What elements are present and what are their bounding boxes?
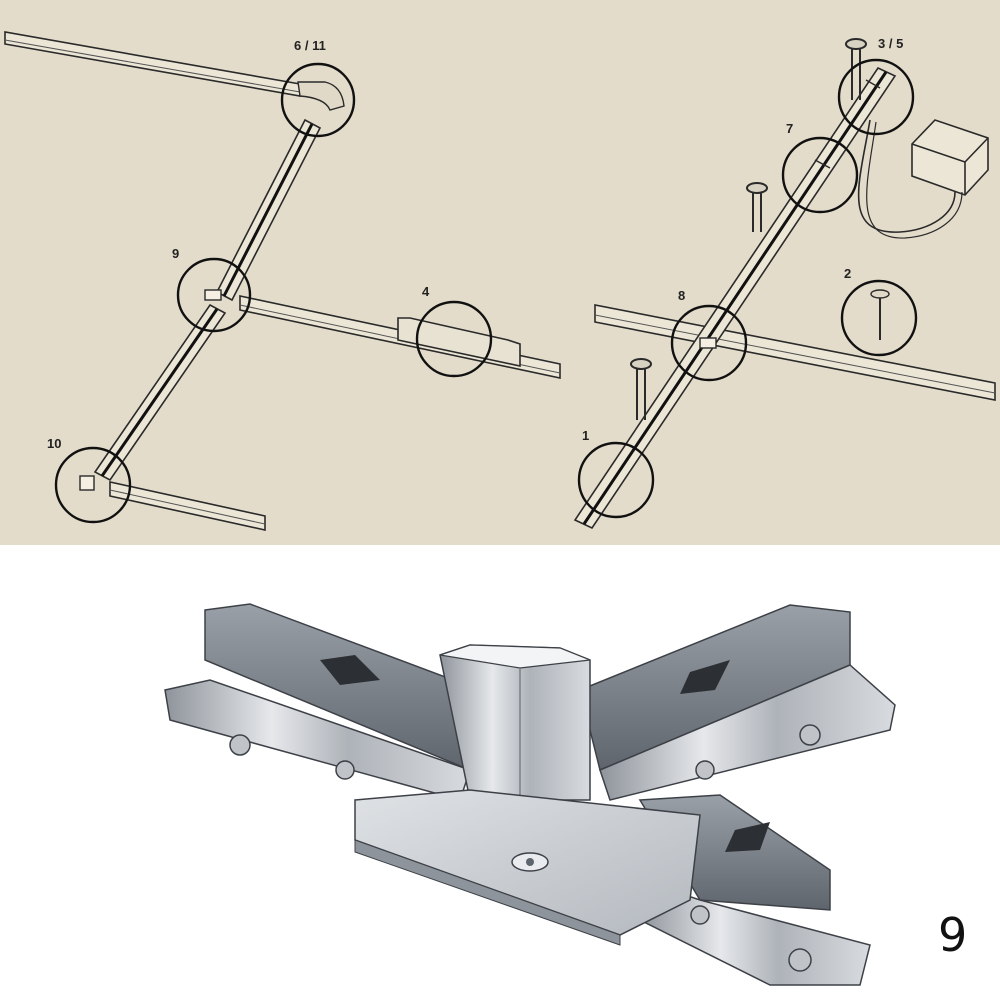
detail-circle-2 bbox=[840, 279, 918, 357]
figure-number: 9 bbox=[938, 908, 968, 962]
callout-label-6-11: 6 / 11 bbox=[294, 38, 326, 53]
callout-label-1: 1 bbox=[582, 428, 589, 443]
callout-label-10: 10 bbox=[47, 436, 61, 451]
connector-arm-left bbox=[164, 603, 481, 801]
detail-circle-10 bbox=[54, 446, 132, 524]
callout-label-9: 9 bbox=[172, 246, 179, 261]
callout-label-2: 2 bbox=[844, 266, 851, 281]
callout-label-7: 7 bbox=[786, 121, 793, 136]
power-cable bbox=[857, 119, 956, 233]
detail-circle-7 bbox=[781, 136, 859, 214]
callout-label-8: 8 bbox=[678, 288, 685, 303]
connector-base-plate bbox=[354, 789, 701, 946]
detail-circle-1 bbox=[577, 441, 655, 519]
connector-block-4 bbox=[397, 317, 521, 367]
rail-bottom-left bbox=[109, 481, 266, 531]
detail-circle-9 bbox=[176, 257, 252, 333]
callout-label-4: 4 bbox=[422, 284, 430, 299]
detail-circle-8 bbox=[670, 304, 748, 382]
detail-circle-6-11 bbox=[280, 62, 356, 138]
suspension-rods bbox=[630, 38, 867, 420]
left-track-assembly bbox=[4, 31, 561, 531]
detail-circles bbox=[54, 58, 918, 524]
detail-circle-4 bbox=[415, 300, 493, 378]
t-connector-image bbox=[0, 545, 1000, 1000]
callout-label-3-5: 3 / 5 bbox=[878, 36, 903, 51]
right-track-assembly bbox=[573, 38, 996, 530]
diagram-background bbox=[0, 0, 1000, 545]
connector-arm-right bbox=[579, 604, 896, 801]
connector-center-column bbox=[439, 644, 591, 801]
transformer-box bbox=[911, 119, 989, 196]
rail-right-horizontal bbox=[594, 304, 996, 401]
installation-diagram: 6 / 11 9 4 10 3 / 5 7 2 8 1 bbox=[0, 0, 1000, 545]
detail-circle-3-5 bbox=[837, 58, 915, 136]
circle-details bbox=[79, 79, 890, 491]
